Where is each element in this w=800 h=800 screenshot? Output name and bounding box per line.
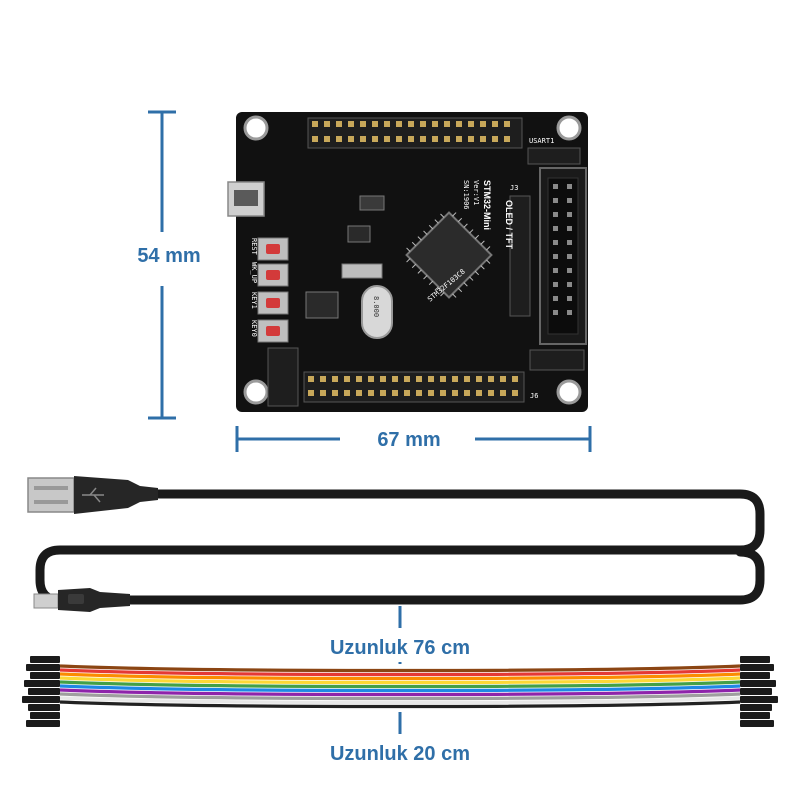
board-version: Ver:V1 [472, 180, 480, 205]
cable-loop [35, 489, 765, 605]
mini-usb-port [227, 181, 265, 217]
button-wkup [266, 270, 280, 280]
height-dimension: 54 mm [137, 110, 201, 420]
regulator-chip [305, 291, 339, 319]
jumper-connectors-left [22, 656, 60, 727]
board-serial: SN:1906 [462, 180, 470, 210]
mounting-hole [556, 115, 582, 141]
tact-buttons: REST WK_UP KEY1 KEY0 [250, 237, 289, 343]
usb-a-connector [27, 476, 158, 514]
uart-header: USART1 [527, 137, 581, 165]
crystal: 8.000 [361, 285, 393, 339]
button-label-key1: KEY1 [250, 292, 258, 309]
uart-label: USART1 [529, 137, 554, 145]
usb-length-label: Uzunluk 76 cm [330, 637, 470, 659]
usb-cable [27, 476, 765, 612]
usb-length-indicator: Uzunluk 76 cm [330, 606, 470, 664]
small-chip [347, 225, 371, 243]
jtag-connector [539, 167, 587, 345]
mini-usb-connector [33, 588, 130, 612]
left-bottom-header [267, 347, 299, 407]
width-label: 67 mm [377, 429, 440, 451]
pin-row-label: J6 [530, 392, 538, 400]
crystal-label: 8.000 [372, 296, 380, 317]
button-key1 [266, 298, 280, 308]
small-crystal [341, 263, 383, 279]
display-label: OLED / TFT [504, 200, 514, 249]
jumper-wires [22, 656, 778, 727]
usb-symbol-icon [82, 487, 104, 503]
top-pin-header [307, 117, 523, 149]
bottom-pin-header: J6 [303, 371, 538, 403]
side-header [529, 349, 585, 371]
mounting-hole [243, 379, 269, 405]
mounting-hole [556, 379, 582, 405]
button-label-wkup: WK_UP [250, 262, 258, 283]
button-key0 [266, 326, 280, 336]
jumper-length-label: Uzunluk 20 cm [330, 743, 470, 765]
flash-chip [359, 195, 385, 211]
button-reset [266, 244, 280, 254]
button-label-key0: KEY0 [250, 320, 258, 337]
header-label: J3 [510, 184, 518, 192]
jumper-connectors-right [740, 656, 778, 727]
mounting-hole [243, 115, 269, 141]
width-dimension: 67 mm [235, 426, 592, 452]
board-name: STM32-Mini [482, 180, 492, 230]
stm32-board: J6 USART1 [227, 112, 588, 412]
oled-tft-header: OLED / TFT [504, 195, 531, 317]
button-label-rest: REST [250, 238, 258, 256]
height-label: 54 mm [137, 245, 200, 267]
jumper-length-indicator: Uzunluk 20 cm [330, 712, 470, 765]
